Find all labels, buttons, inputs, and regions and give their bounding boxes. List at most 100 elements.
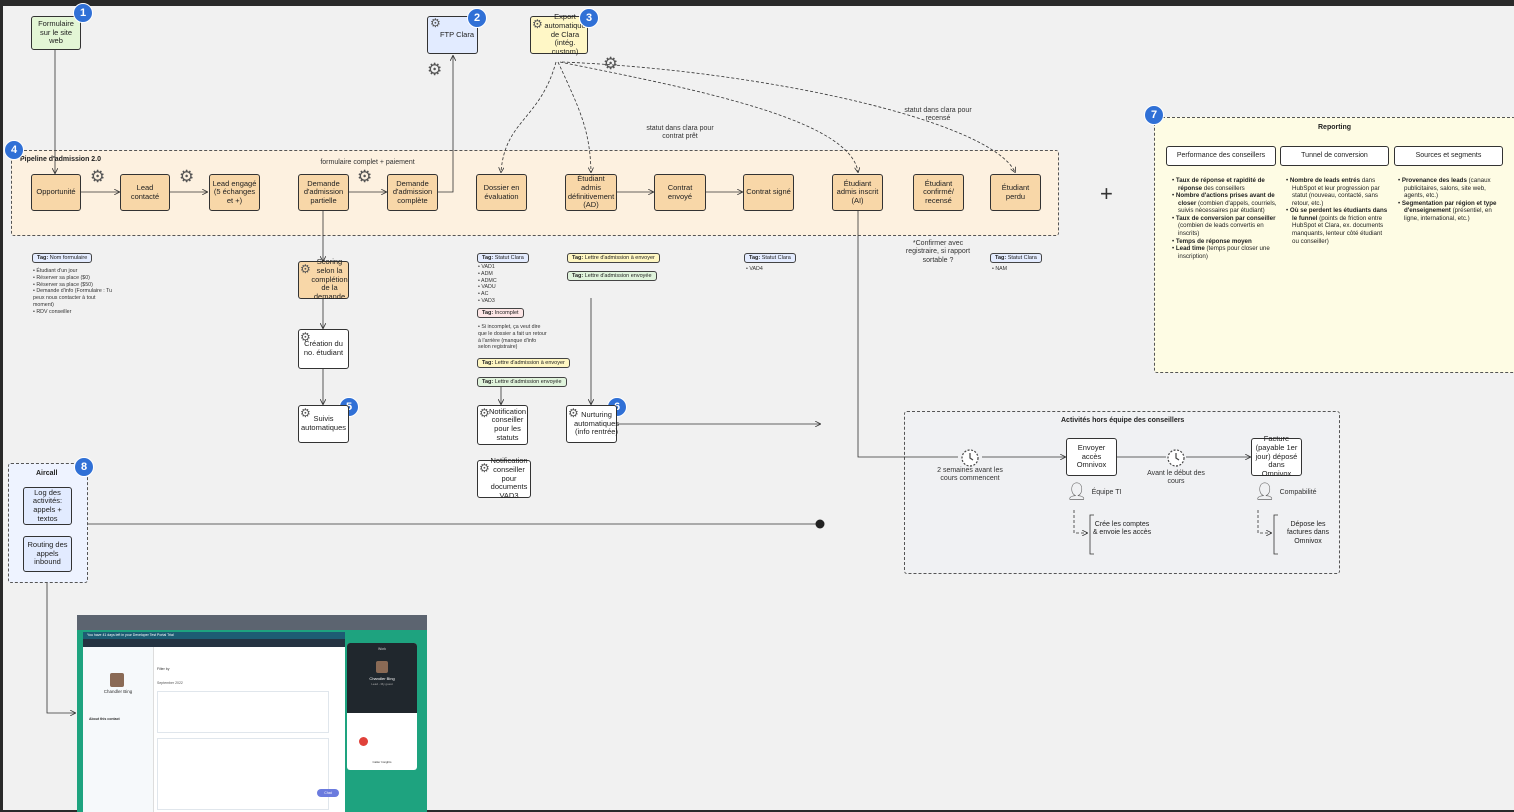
list-item: Provenance des leads (canaux publicitair… <box>1398 177 1504 200</box>
screenshot-contact-panel <box>83 647 154 812</box>
aircall-log[interactable]: Log des activités: appels + textos <box>23 487 72 525</box>
avatar <box>110 673 124 687</box>
role-it-team: 👤︎ Équipe TI <box>1066 482 1121 502</box>
stage-admitted-ad[interactable]: Étudiant admis définitivement (AD) <box>565 174 617 211</box>
stage-opportunity[interactable]: Opportunité <box>31 174 81 211</box>
reporting-header-sources[interactable]: Sources et segments <box>1394 146 1503 166</box>
clara-items-list: VAD1 ADM ADMC VADU AC VAD3 <box>478 264 518 305</box>
list-item: AC <box>478 291 518 298</box>
list-item: Demande d'info (Formulaire : Tu peux nou… <box>33 288 115 308</box>
tag-form-name: Tag: Nom formulaire <box>32 253 93 263</box>
student-no-label: Création du no. étudiant <box>303 339 344 357</box>
automation-notif-status[interactable]: Notification conseiller pour les statuts <box>477 405 528 445</box>
automation-scoring[interactable]: Scoring selon la complétion de la demand… <box>298 257 349 301</box>
stage-admitted-ai[interactable]: Étudiant admis inscrit (AI) <box>832 174 883 211</box>
automation-notif-docs[interactable]: Notification conseiller pour documents V… <box>477 457 531 500</box>
automation-followups[interactable]: Suivis automatiques <box>298 405 349 443</box>
aircall-hubspot-screenshot: You have 41 days left in your Developer … <box>77 615 427 812</box>
source-export-clara[interactable]: Export automatique de Clara (intég. cust… <box>530 12 588 56</box>
aircall-title: Aircall <box>36 470 58 477</box>
list-item: Où se perdent les étudiants dans le funn… <box>1286 207 1390 245</box>
stage-confirmed[interactable]: Étudiant confirmé/ recensé <box>913 174 964 211</box>
screenshot-caller-insights: Caller Insights <box>372 760 392 764</box>
role-it-label: Équipe TI <box>1091 488 1122 496</box>
reporting-header-perf[interactable]: Performance des conseillers <box>1166 146 1276 166</box>
hangup-button <box>359 737 368 746</box>
pipeline-title: Pipeline d'admission 2.0 <box>20 156 102 163</box>
stage-contract-sent[interactable]: Contrat envoyé <box>654 174 706 211</box>
automation-student-no[interactable]: Création du no. étudiant <box>298 329 349 369</box>
badge-2: 2 <box>467 8 487 28</box>
badge-8: 8 <box>74 457 94 477</box>
stage-complete-admission[interactable]: Demande d'admission complète <box>387 174 438 211</box>
list-item: Nombre de leads entrés dans HubSpot et l… <box>1286 177 1390 207</box>
screenshot-navbar <box>83 639 345 647</box>
window-frame-top <box>0 0 1514 6</box>
badge-3: 3 <box>579 8 599 28</box>
reporting-header-funnel[interactable]: Tunnel de conversion <box>1280 146 1389 166</box>
reporting-title: Reporting <box>1318 124 1352 131</box>
label-contract-ready: statut dans clara pour contrat prêt <box>646 125 714 141</box>
screenshot-phone-tab: Work <box>377 647 387 651</box>
link-aircall-screenshot <box>46 583 75 713</box>
notif-docs-gear-icon: ⚙ <box>479 461 490 475</box>
list-item: VADU <box>478 284 518 291</box>
list-item: Temps de réponse moyen <box>1172 238 1278 246</box>
activity-send-access[interactable]: Envoyer accès Omnivox <box>1066 438 1117 476</box>
scoring-label: Scoring selon la complétion de la demand… <box>311 257 348 301</box>
tag-clara-status-2: Tag: Statut Clara <box>744 253 796 263</box>
export-label: Export automatique de Clara (intég. cust… <box>544 12 586 56</box>
tag-clara-status: Tag: Statut Clara <box>477 253 529 263</box>
source-web-form[interactable]: Formulaire sur le site web <box>31 16 81 50</box>
person-icon: 👤︎ <box>1254 482 1276 501</box>
list-item: Segmentation par région et type d'enseig… <box>1398 200 1504 223</box>
form-items-list: Étudiant d'un jour Réserver sa place ($0… <box>33 268 115 315</box>
tag-letter-to-send-2: Tag: Lettre d'admission à envoyer <box>567 253 660 263</box>
timer-before-classes: Avant le début des cours <box>1147 470 1205 486</box>
pipeline-edge-label: formulaire complet + paiement <box>320 159 415 166</box>
stage-dossier-evaluation[interactable]: Dossier en évaluation <box>476 174 527 211</box>
list-item: Taux de conversion par conseiller (combi… <box>1172 215 1278 238</box>
notif-status-gear-icon: ⚙ <box>479 406 490 420</box>
list-item: VAD4 <box>746 266 762 273</box>
list-item: NAM <box>992 266 1007 273</box>
pipeline-gear-icon-2: ⚙ <box>179 167 195 186</box>
window-frame-left <box>0 0 3 812</box>
notif-status-label: Notification conseiller pour les statuts <box>488 406 527 442</box>
pipeline-gear-icon-1: ⚙ <box>90 167 106 186</box>
role-accounting: 👤︎ Compabilité <box>1254 482 1317 502</box>
stage-partial-admission[interactable]: Demande d'admission partielle <box>298 174 349 211</box>
stage-lead-contacted[interactable]: Lead contacté <box>120 174 170 211</box>
screenshot-phone-name: Chandler Bing <box>369 676 395 681</box>
tag-clara-status-3: Tag: Statut Clara <box>990 253 1042 263</box>
stage-lost[interactable]: Étudiant perdu <box>990 174 1041 211</box>
automation-nurturing[interactable]: Nurturing automatiques (info rentrée) <box>566 405 619 443</box>
screenshot-date-heading: September 2022 <box>157 681 183 685</box>
role-accounting-label: Compabilité <box>1279 488 1317 496</box>
list-item: RDV conseiller <box>33 309 115 316</box>
aircall-routing[interactable]: Routing des appels inbound <box>23 536 72 572</box>
screenshot-activity-card <box>157 738 329 810</box>
list-item: Réserver sa place ($50) <box>33 282 115 289</box>
stage-lead-engaged[interactable]: Lead engagé (5 échanges et +) <box>209 174 260 211</box>
line-endpoint-dot <box>815 519 825 529</box>
clock-icon <box>1167 449 1185 467</box>
pipeline-gear-icon-3: ⚙ <box>357 167 373 186</box>
scoring-gear-icon: ⚙ <box>300 262 311 276</box>
plus-icon[interactable]: + <box>1100 181 1113 206</box>
list-item: VAD1 <box>478 264 518 271</box>
it-task: Crée les comptes & envoie les accès <box>1092 521 1152 537</box>
list-item: VAD3 <box>478 298 518 305</box>
person-icon: 👤︎ <box>1066 482 1088 501</box>
person-gear-icon: ⚙ <box>430 16 441 30</box>
screenshot-phone-header <box>347 643 417 713</box>
stage-contract-signed[interactable]: Contrat signé <box>743 174 794 211</box>
nurturing-gear-icon: ⚙ <box>568 406 579 420</box>
activity-invoice[interactable]: Facture (payable 1er jour) déposé dans O… <box>1251 435 1302 478</box>
screenshot-trial-banner: You have 41 days left in your Developer … <box>83 632 345 639</box>
label-confirm-note: *Confirmer avec registraire, si rapport … <box>905 240 971 264</box>
reporting-col-perf: Taux de réponse et rapidité de réponse d… <box>1172 177 1278 260</box>
followups-gear-icon: ⚙ <box>300 406 311 420</box>
list-item: ADM <box>478 271 518 278</box>
screenshot-filter-label: Filter by <box>157 667 170 671</box>
